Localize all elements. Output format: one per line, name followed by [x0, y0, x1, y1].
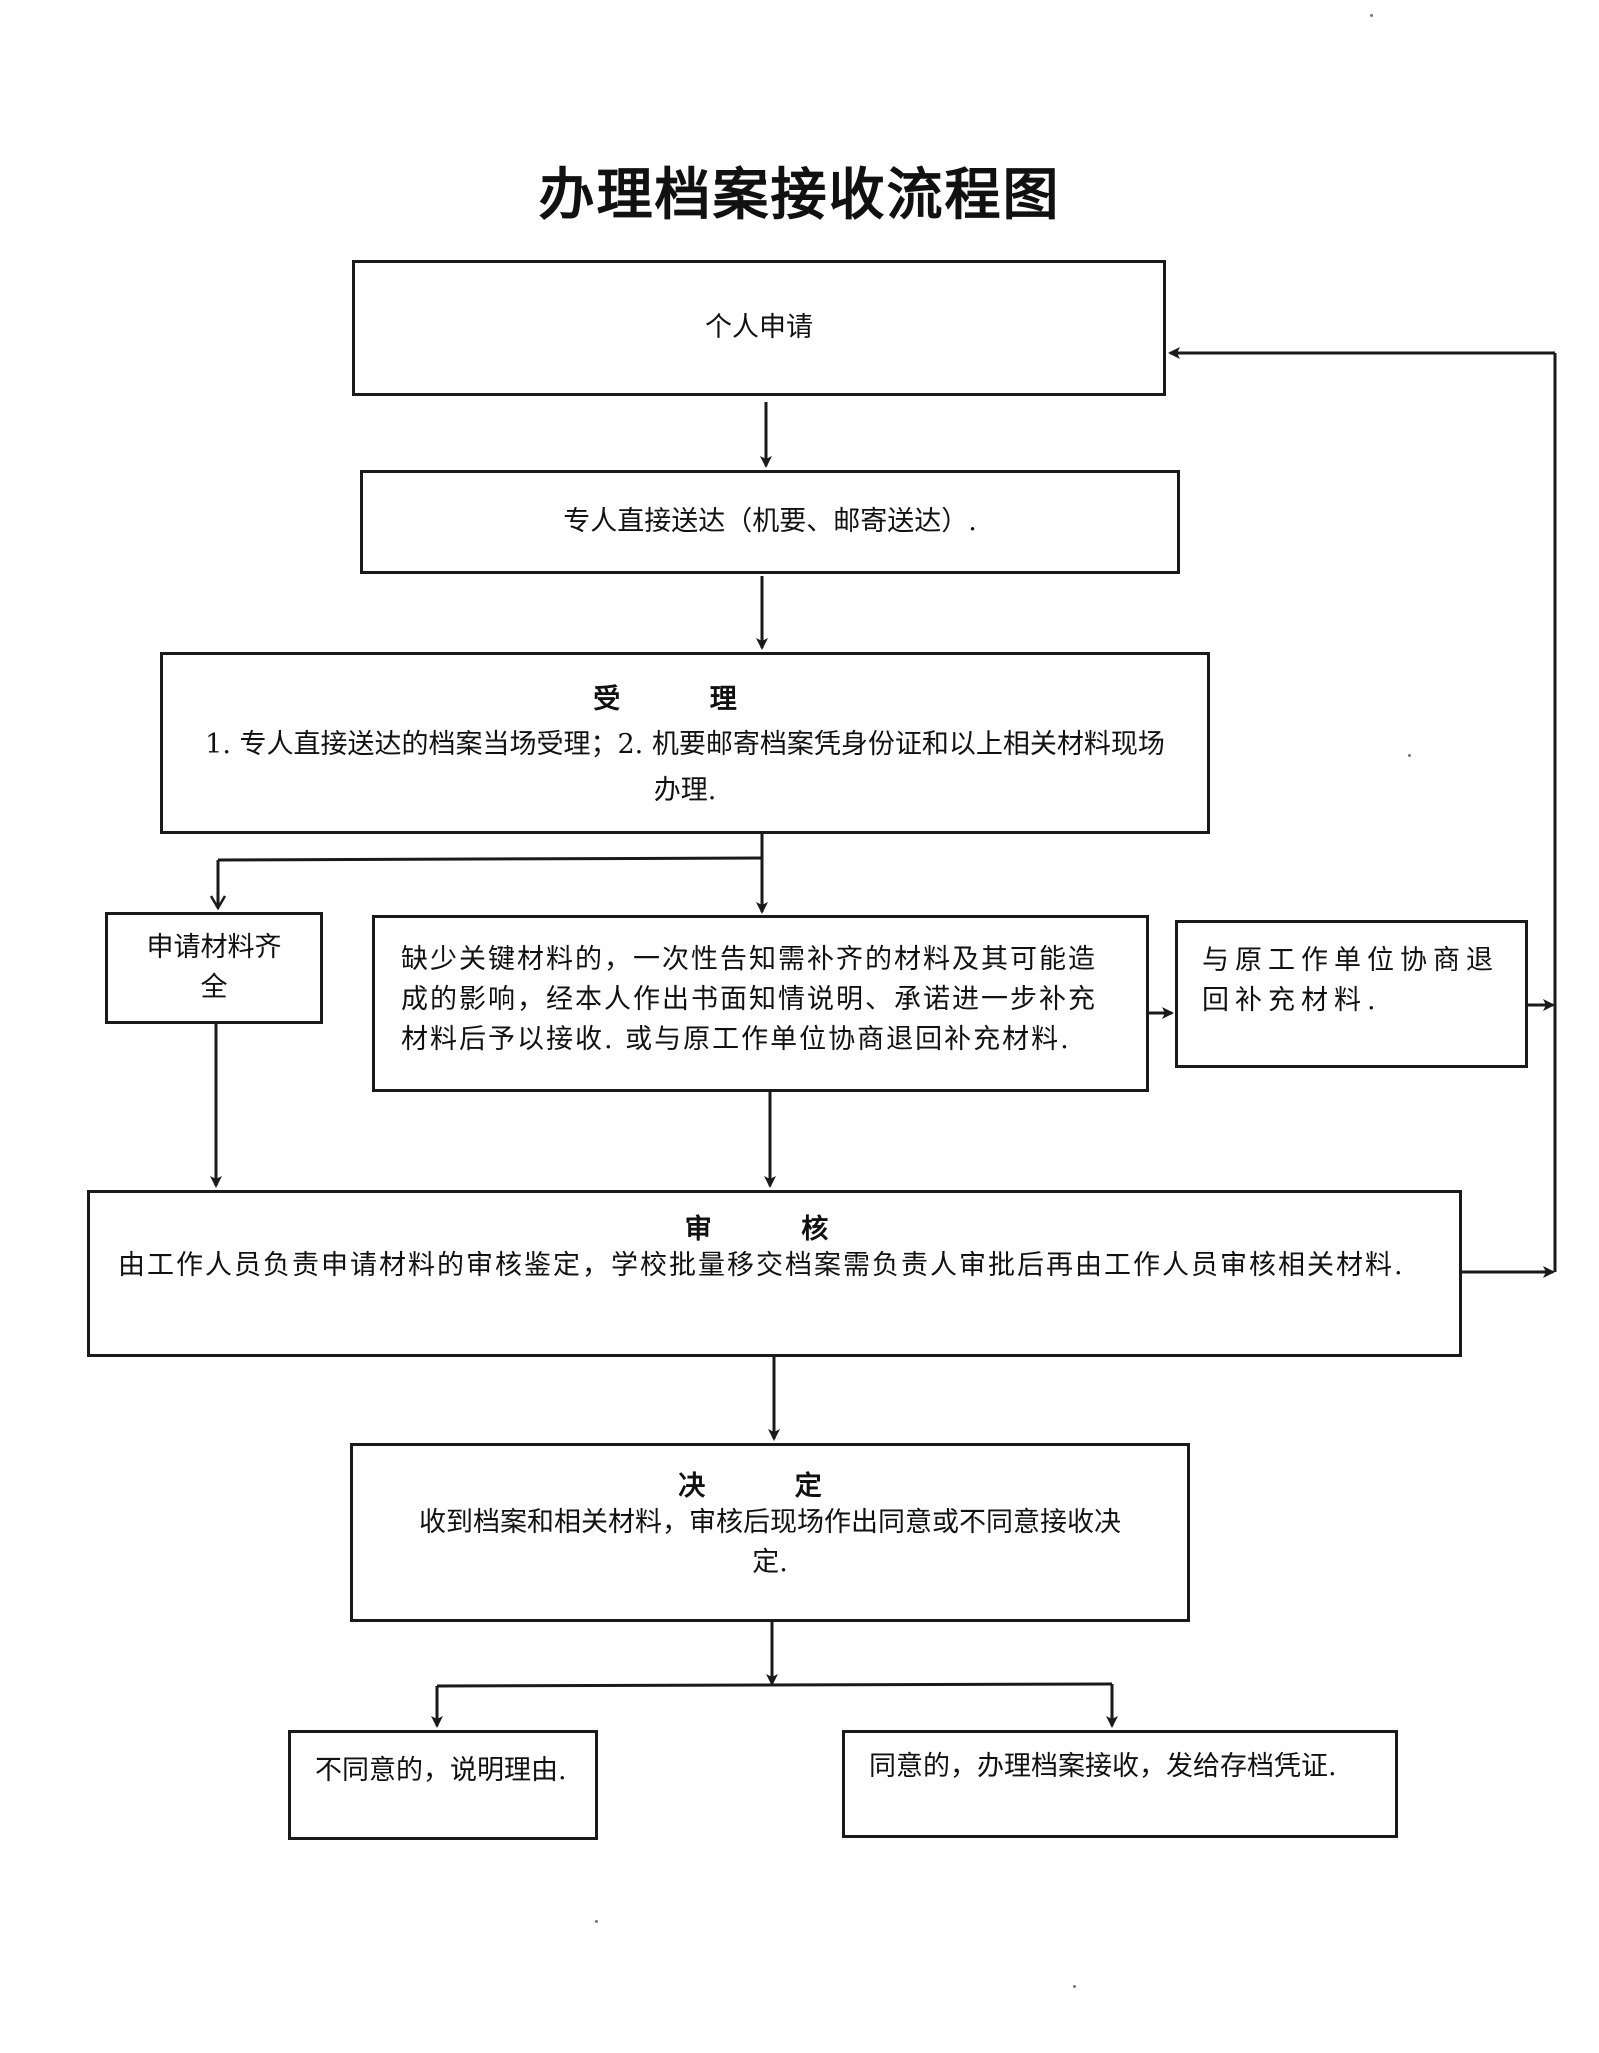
node-delivery-text: 专人直接送达（机要、邮寄送达）. — [563, 506, 977, 537]
node-reject: 不同意的，说明理由. — [288, 1730, 598, 1840]
node-approve: 同意的，办理档案接收，发给存档凭证. — [842, 1730, 1398, 1838]
scan-speck — [1370, 14, 1373, 17]
node-accept: 受 理 1. 专人直接送达的档案当场受理；2. 机要邮寄档案凭身份证和以上相关材… — [160, 652, 1210, 834]
node-return: 与原工作单位协商退回补充材料. — [1175, 920, 1528, 1068]
edge-accept-branch — [217, 856, 763, 862]
node-decision-heading: 决 定 — [678, 1471, 862, 1502]
node-decision: 决 定 收到档案和相关材料，审核后现场作出同意或不同意接收决定. — [350, 1443, 1190, 1622]
node-review-text: 由工作人员负责申请材料的审核鉴定，学校批量移交档案需负责人审批后再由工作人员审核… — [118, 1250, 1405, 1281]
scan-speck — [1073, 1985, 1076, 1988]
edge-decision-branch — [436, 1682, 1113, 1688]
node-review: 审 核 由工作人员负责申请材料的审核鉴定，学校批量移交档案需负责人审批后再由工作… — [87, 1190, 1462, 1357]
node-complete: 申请材料齐全 — [105, 912, 323, 1024]
node-delivery: 专人直接送达（机要、邮寄送达）. — [360, 470, 1180, 574]
node-return-text: 与原工作单位协商退回补充材料. — [1202, 945, 1499, 1016]
node-complete-text: 申请材料齐全 — [146, 932, 282, 1003]
node-review-heading: 审 核 — [684, 1214, 869, 1245]
node-apply: 个人申请 — [352, 260, 1166, 396]
node-decision-text: 收到档案和相关材料，审核后现场作出同意或不同意接收决定. — [419, 1507, 1121, 1578]
node-accept-text: 1. 专人直接送达的档案当场受理；2. 机要邮寄档案凭身份证和以上相关材料现场办… — [205, 729, 1165, 806]
node-approve-text: 同意的，办理档案接收，发给存档凭证. — [869, 1751, 1337, 1782]
node-apply-text: 个人申请 — [705, 312, 813, 343]
node-missing-text: 缺少关键材料的，一次性告知需补齐的材料及其可能造成的影响，经本人作出书面知情说明… — [401, 944, 1097, 1055]
node-accept-heading: 受 理 — [593, 684, 777, 715]
node-missing: 缺少关键材料的，一次性告知需补齐的材料及其可能造成的影响，经本人作出书面知情说明… — [372, 915, 1149, 1092]
scan-speck — [1408, 754, 1411, 757]
scan-speck — [595, 1920, 598, 1923]
diagram-title: 办理档案接收流程图 — [538, 162, 1061, 228]
node-reject-text: 不同意的，说明理由. — [315, 1755, 567, 1786]
